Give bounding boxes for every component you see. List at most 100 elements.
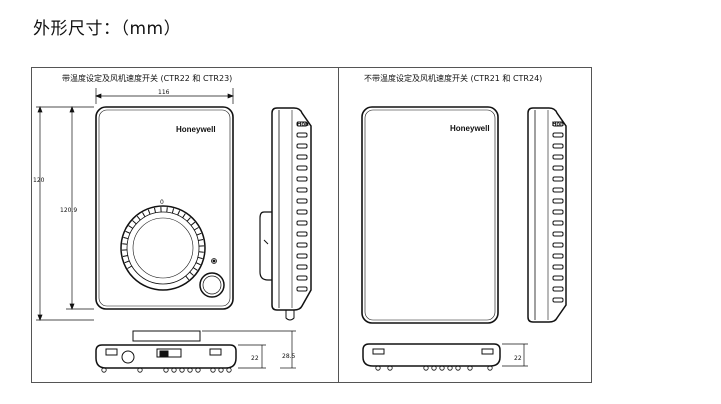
front-view-with-dial [95,106,234,310]
vent-slot [296,286,308,292]
dial-tick [189,271,194,276]
bottom-hole [447,365,453,371]
dial-tick [198,251,204,253]
dial-tick [193,227,199,231]
bottom-depth-dimension [202,330,296,369]
bottom-hole [423,365,429,371]
side-view-with-dial [259,107,312,321]
front-view-plain [361,106,499,324]
vent-slot [296,253,308,259]
vent-slot [296,264,308,270]
vent-slot [296,231,308,237]
outer-height-dimension [36,106,94,321]
indicator-led [211,258,217,264]
bottom-hole [218,367,224,373]
bottom-hole [210,367,216,373]
dial-tick [197,256,203,260]
depth-total-value: 28.5 [282,353,296,360]
outer-height-value: 120 [33,177,45,184]
vent-slot [296,154,308,160]
vent-slot [552,143,564,149]
inner-height-dimension [66,106,94,310]
vent-slot [552,176,564,182]
left-panel-caption: 带温度设定及风机速度开关 (CTR22 和 CTR23) [62,74,233,83]
bottom-hole [195,367,201,373]
dial-zero-label: 0 [160,199,164,206]
vent-slot [552,132,564,138]
vent-slot [552,264,564,270]
vent-slot [296,220,308,226]
dial-tick [127,265,133,269]
vent-slot [552,275,564,281]
vent-slot [296,275,308,281]
plain-side-brand-label: Hon [552,122,564,128]
dial-tick [142,212,146,218]
bottom-view-plain [362,343,501,367]
width-dimension [95,88,234,104]
temperature-dial [120,205,206,291]
vent-slot [296,187,308,193]
dial-tick [185,275,190,281]
bottom-hole [455,365,461,371]
dial-tick [153,207,157,213]
vent-slot [296,176,308,182]
bottom-hole [387,365,393,371]
bottom-hole [487,365,493,371]
bottom-hole [226,367,232,373]
bottom-hole [431,365,437,371]
vent-slot [552,242,564,248]
bottom-hole [179,367,185,373]
vent-slot [552,253,564,259]
dial-tick [123,236,129,240]
dial-tick [132,220,137,225]
vent-slot [552,220,564,226]
dial-tick [171,208,175,214]
bottom-hole [171,367,177,373]
dial-tick [196,232,202,236]
vent-slot [296,132,308,138]
drawing-frame [31,67,592,383]
bottom-hole [375,365,381,371]
vent-slot [552,297,564,303]
width-value: 116 [158,89,170,96]
dial-tick [147,209,151,215]
bottom-hole [163,367,169,373]
vent-slot [552,121,564,127]
inner-height-value: 120.9 [60,207,77,214]
vent-slot [552,231,564,237]
side-brand-label: Hon [297,122,309,128]
vent-slot [296,242,308,248]
vent-slot [552,286,564,292]
bottom-hole [439,365,445,371]
dial-tick [195,262,201,266]
dial-tick [198,238,204,242]
fan-button [199,272,225,298]
vent-slot [552,198,564,204]
vent-slot [296,165,308,171]
dial-tick [122,254,128,258]
bottom-hole [101,367,107,373]
panel-divider [338,67,339,383]
vent-slot [296,198,308,204]
right-panel-caption: 不带温度设定及风机速度开关 (CTR21 和 CTR24) [364,74,543,83]
bottom-view-with-dial [95,330,237,369]
dial-tick [182,213,186,219]
side-view-plain [527,107,567,323]
bottom-hole [187,367,193,373]
dial-tick [128,225,134,229]
depth-base-value: 22 [251,355,259,362]
dial-tick [192,267,198,271]
dial-tick [190,221,196,226]
vent-slot [552,187,564,193]
vent-slot [296,143,308,149]
dial-tick [186,217,191,222]
front-brand-label: Honeywell [176,125,216,134]
dial-tick [136,215,141,221]
vent-slot [552,209,564,215]
vent-slot [552,154,564,160]
vent-slot [296,209,308,215]
plain-depth-dimension [502,343,528,367]
dial-tick [177,210,181,216]
dial-tick [122,243,128,245]
